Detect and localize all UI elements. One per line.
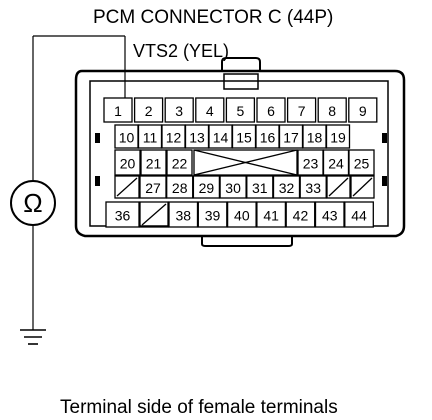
terminal-cavity-4	[195, 97, 225, 123]
terminal-label-10: 10	[119, 130, 135, 146]
terminal-label-18: 18	[307, 130, 323, 146]
terminal-cavity-3	[164, 97, 194, 123]
terminal-label-43: 43	[322, 208, 338, 224]
terminal-label-23: 23	[303, 156, 319, 172]
terminal-label-40: 40	[234, 208, 250, 224]
connector-housing	[74, 57, 406, 247]
terminal-label-3: 3	[175, 103, 183, 119]
terminal-label-33: 33	[305, 180, 321, 196]
terminal-label-17: 17	[283, 130, 299, 146]
wire-label: VTS2 (YEL)	[133, 41, 229, 61]
terminal-label-28: 28	[172, 180, 188, 196]
blank-cavities	[114, 149, 375, 228]
terminal-cavity-40	[226, 201, 257, 228]
ground-icon	[20, 329, 46, 345]
terminal-label-39: 39	[205, 208, 221, 224]
terminal-cavity-22	[166, 149, 193, 176]
terminal-label-11: 11	[143, 130, 158, 146]
terminal-cavity-6	[256, 97, 286, 123]
terminal-label-15: 15	[236, 130, 252, 146]
terminal-label-5: 5	[237, 103, 245, 119]
terminal-cavity-25	[348, 149, 375, 176]
terminal-cavity-44	[344, 201, 374, 228]
terminal-cavity-21	[140, 149, 167, 176]
terminal-cavity-42	[285, 201, 316, 228]
terminal-cavity-27	[139, 175, 167, 199]
terminal-label-31: 31	[252, 180, 268, 196]
terminal-label-2: 2	[145, 103, 153, 119]
terminal-label-29: 29	[199, 180, 215, 196]
terminal-label-20: 20	[120, 156, 136, 172]
terminal-cavity-8	[317, 97, 347, 123]
terminal-label-6: 6	[267, 103, 275, 119]
terminal-label-27: 27	[145, 180, 161, 196]
terminal-label-24: 24	[328, 156, 344, 172]
terminal-cavity-31	[246, 175, 274, 199]
footer-caption: Terminal side of female terminals	[60, 397, 338, 418]
ohmmeter-icon: Ω	[10, 180, 56, 226]
terminal-label-16: 16	[260, 130, 276, 146]
diagram-title: PCM CONNECTOR C (44P)	[93, 7, 333, 28]
terminal-label-13: 13	[189, 130, 205, 146]
terminal-label-41: 41	[263, 208, 279, 224]
terminal-label-21: 21	[146, 156, 162, 172]
terminal-label-22: 22	[172, 156, 188, 172]
terminal-label-8: 8	[328, 103, 336, 119]
terminal-label-30: 30	[225, 180, 241, 196]
terminal-label-9: 9	[359, 103, 367, 119]
terminal-label-44: 44	[351, 208, 367, 224]
terminal-label-25: 25	[354, 156, 370, 172]
terminal-cavity-5	[225, 97, 256, 123]
terminal-label-32: 32	[279, 180, 295, 196]
terminal-cavity-32	[272, 175, 301, 199]
terminal-cavity-28	[166, 175, 194, 199]
terminal-label-42: 42	[293, 208, 309, 224]
terminal-label-19: 19	[330, 130, 346, 146]
terminal-cavity-7	[286, 97, 317, 123]
terminal-label-4: 4	[206, 103, 214, 119]
terminal-cavity-29	[192, 175, 221, 199]
terminal-label-12: 12	[166, 130, 182, 146]
terminal-cavity-2	[133, 97, 164, 123]
ohm-symbol: Ω	[23, 188, 42, 218]
terminal-cavity-9	[348, 97, 378, 123]
terminal-cavity-19	[325, 124, 351, 149]
terminal-label-7: 7	[298, 103, 306, 119]
terminal-cavity-41	[256, 201, 287, 228]
terminal-label-1: 1	[114, 103, 122, 119]
terminal-cavity-33	[299, 175, 327, 199]
terminal-cavity-20	[114, 149, 141, 176]
terminal-cavity-38	[168, 201, 199, 228]
terminal-cavity-39	[197, 201, 228, 228]
terminal-cavity-1	[103, 97, 133, 123]
test-lead-wire	[32, 35, 126, 330]
terminal-label-36: 36	[115, 208, 131, 224]
terminal-cavity-30	[219, 175, 247, 199]
terminal-label-14: 14	[213, 130, 229, 146]
terminal-cavity-43	[314, 201, 345, 228]
terminal-label-38: 38	[175, 208, 191, 224]
terminal-cavity-36	[105, 201, 140, 228]
